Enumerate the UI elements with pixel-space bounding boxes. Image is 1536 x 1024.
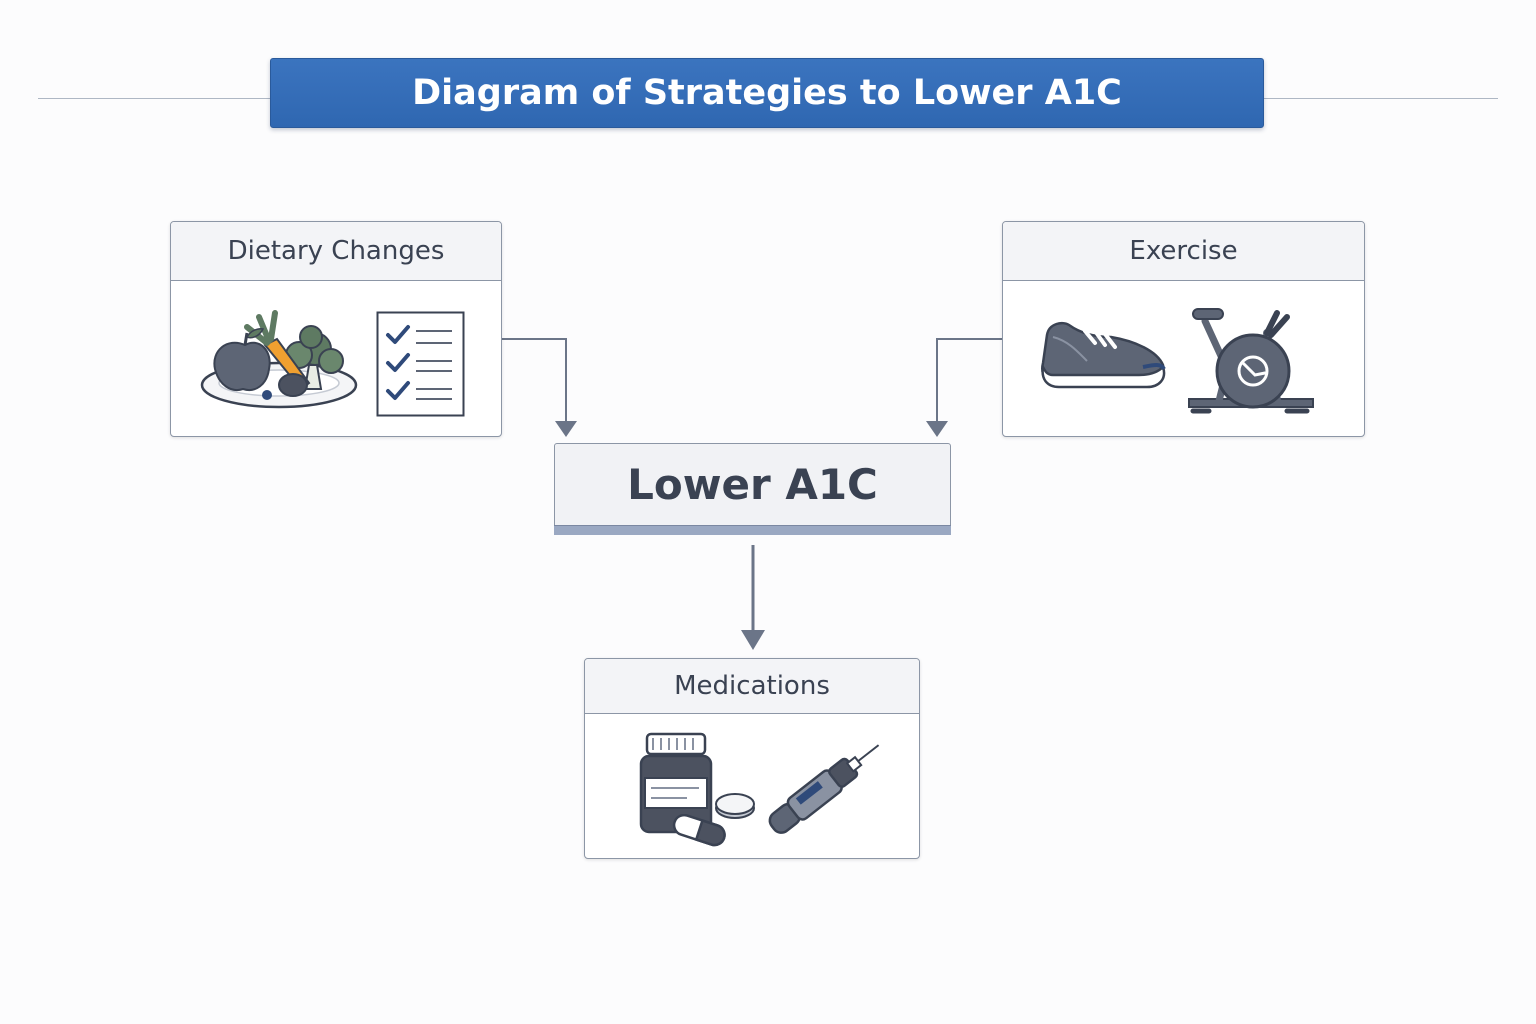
medications-arrowhead xyxy=(741,630,765,650)
medications-header: Medications xyxy=(585,659,919,714)
lower-a1c-label: Lower A1C xyxy=(627,459,878,509)
dietary-changes-card: Dietary Changes xyxy=(170,221,502,437)
dietary-changes-header: Dietary Changes xyxy=(171,222,501,281)
medications-card: Medications xyxy=(584,658,920,859)
lower-a1c-box: Lower A1C xyxy=(554,443,951,535)
exercise-card: Exercise xyxy=(1002,221,1365,437)
exercise-arrowhead xyxy=(926,421,948,437)
pill-icon xyxy=(715,793,755,819)
diagram-title: Diagram of Strategies to Lower A1C xyxy=(270,58,1264,128)
dietary-arrowhead xyxy=(555,421,577,437)
insulin-pen-icon xyxy=(768,744,880,834)
lower-a1c-underbar xyxy=(554,525,951,535)
capsule-icon xyxy=(672,814,726,847)
title-rule-right xyxy=(1264,98,1498,99)
pill-bottle-icon xyxy=(639,732,713,834)
diagram-title-text: Diagram of Strategies to Lower A1C xyxy=(412,73,1122,113)
title-rule-left xyxy=(38,98,270,99)
food-plate-icon xyxy=(200,310,358,409)
exercise-bike-icon xyxy=(1188,308,1314,414)
medications-label: Medications xyxy=(674,671,830,701)
dietary-changes-label: Dietary Changes xyxy=(227,236,445,266)
exercise-label: Exercise xyxy=(1129,236,1238,266)
exercise-header: Exercise xyxy=(1003,222,1364,281)
exercise-connector xyxy=(936,338,1002,424)
dietary-connector xyxy=(502,338,567,424)
checklist-icon xyxy=(376,311,465,417)
sneaker-icon xyxy=(1041,321,1166,389)
